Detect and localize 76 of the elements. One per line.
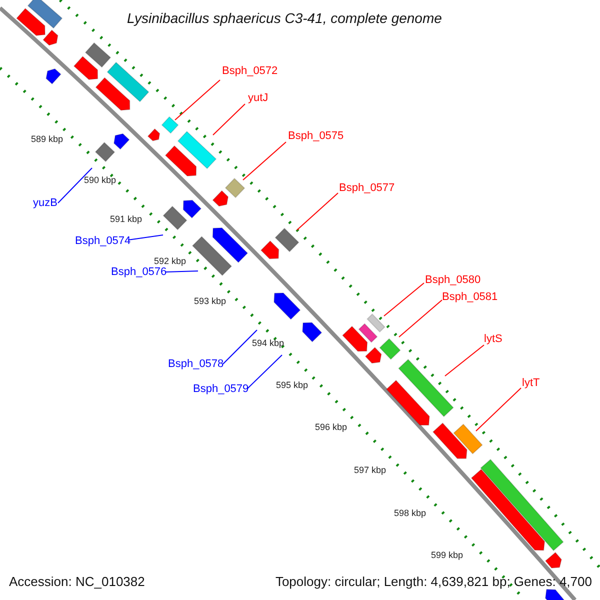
gene-label: Bsph_0574: [75, 236, 131, 247]
gene: [260, 240, 280, 260]
gene-label: lytS: [484, 334, 502, 345]
leader-line: [384, 282, 424, 316]
gene: [432, 422, 468, 460]
gene: [453, 424, 483, 454]
gene: [73, 56, 98, 80]
gene-label: lytT: [522, 378, 540, 389]
gene: [147, 128, 160, 142]
gene: [95, 77, 130, 111]
scale-label: 590 kbp: [84, 176, 116, 185]
scale-label: 594 kbp: [252, 339, 284, 348]
leader-line: [296, 192, 338, 230]
gene: [16, 8, 46, 36]
leader-line: [398, 300, 442, 338]
gene: [94, 142, 116, 162]
leader-line: [246, 354, 282, 390]
leader-line: [174, 80, 220, 120]
leader-line: [444, 344, 484, 376]
leader-line: [58, 168, 92, 204]
gene: [379, 338, 401, 360]
gene: [46, 68, 62, 85]
gene: [212, 227, 248, 264]
scale-label: 598 kbp: [394, 509, 426, 518]
gene: [192, 236, 232, 276]
gene: [113, 133, 130, 150]
gene-label: Bsph_0578: [168, 359, 224, 370]
scale-label: 599 kbp: [431, 551, 464, 560]
leader-line: [128, 234, 164, 240]
gene: [274, 228, 300, 252]
accession-text: Accession: NC_010382: [9, 575, 145, 588]
gene: [398, 358, 454, 418]
scale-label: 591 kbp: [110, 215, 142, 224]
gene-label: Bsph_0572: [222, 66, 278, 77]
gene: [162, 206, 188, 230]
scale-label: 597 kbp: [354, 466, 386, 475]
leader-line: [242, 142, 286, 180]
leader-line: [164, 270, 198, 272]
gene-label: Bsph_0579: [193, 384, 249, 395]
gene: [164, 145, 197, 176]
gene-label: yuzB: [33, 198, 58, 209]
gene: [358, 323, 378, 343]
genome-info-text: Topology: circular; Length: 4,639,821 bp; Genes: 4,700: [275, 575, 592, 588]
title: Lysinibacillus sphaericus C3-41, complete genome: [127, 11, 442, 25]
gene: [212, 190, 229, 207]
gene-label: Bsph_0580: [425, 275, 481, 286]
gene-label: Bsph_0575: [288, 131, 344, 142]
scale-label: 592 kbp: [154, 257, 186, 266]
gene: [84, 42, 112, 68]
gene-label: Bsph_0581: [442, 292, 498, 303]
gene: [274, 292, 301, 320]
leader-line: [476, 388, 522, 432]
gene: [364, 346, 382, 364]
gene-label: yutJ: [248, 93, 268, 104]
gene: [366, 313, 386, 333]
gene: [386, 380, 430, 426]
gene: [224, 178, 246, 198]
gene: [470, 468, 546, 551]
gene: [544, 588, 566, 600]
gene: [182, 200, 202, 219]
scale-label: 589 kbp: [31, 135, 64, 144]
gene: [106, 62, 150, 102]
gene: [27, 0, 63, 29]
scale-label: 595 kbp: [276, 381, 308, 390]
scale-label: 596 kbp: [315, 423, 348, 432]
gene: [177, 130, 217, 170]
leader-line: [222, 330, 258, 364]
gene: [161, 116, 179, 134]
scale-label: 593 kbp: [194, 297, 226, 306]
gene: [480, 458, 564, 552]
gene: [342, 326, 368, 352]
leader-line: [212, 104, 246, 136]
gene-label: Bsph_0577: [339, 183, 395, 194]
gene-label: Bsph_0576: [111, 267, 167, 278]
gene: [42, 29, 58, 46]
gene: [302, 322, 322, 342]
